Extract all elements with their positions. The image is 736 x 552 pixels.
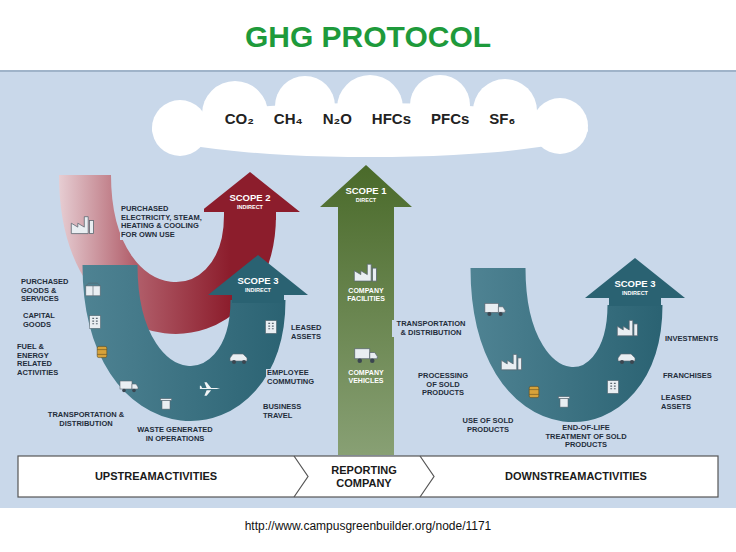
- title: GHG PROTOCOL: [0, 20, 736, 54]
- activity-label: FUEL & ENERGY RELATED ACTIVITIES: [16, 343, 76, 378]
- activity-label: LEASED ASSETS: [660, 394, 712, 411]
- activity-label: TRANSPORTATION & DISTRIBUTION: [392, 320, 470, 337]
- scope1-outline: [320, 165, 412, 455]
- gas-name: PFCs: [431, 110, 469, 127]
- arrow-label: SCOPE 2: [229, 193, 270, 204]
- activity-label: WASTE GENERATED IN OPERATIONS: [132, 426, 218, 443]
- gas-name: N₂O: [323, 110, 352, 127]
- activity-band: REPORTING COMPANY: [308, 456, 420, 497]
- activity-label: END-OF-LIFE TREATMENT OF SOLD PRODUCTS: [544, 424, 628, 450]
- gas-cloud: CO₂ CH₄ N₂O HFCs PFCs SF₆: [140, 78, 600, 160]
- arrow-label: INDIRECT: [622, 290, 648, 296]
- chevron: [294, 456, 308, 497]
- chevron: [420, 456, 434, 497]
- scope-arrow: SCOPE 3INDIRECT: [208, 255, 308, 303]
- activity-band: DOWNSTREAMACTIVITIES: [434, 456, 718, 497]
- scope-arrow: SCOPE 1DIRECT COMPANY FACILITIES COMPANY V…: [320, 165, 412, 455]
- caption: http://www.campusgreenbuilder.org/node/1…: [0, 519, 736, 533]
- scope-arrow: SCOPE 3INDIRECT: [585, 258, 685, 306]
- activity-label: PROCESSING OF SOLD PRODUCTS: [412, 372, 474, 398]
- activity-label: LEASED ASSETS: [290, 324, 334, 341]
- arrow-label: INDIRECT: [245, 287, 271, 293]
- arrow-label: COMPANY VEHICLES: [339, 369, 393, 385]
- activity-label: USE OF SOLD PRODUCTS: [458, 417, 518, 434]
- activity-label: EMPLOYEE COMMUTING: [266, 369, 328, 386]
- arrow-label: DIRECT: [356, 197, 376, 203]
- arrow-label: SCOPE 3: [614, 279, 655, 290]
- band-label: UPSTREAMACTIVITIES: [95, 470, 217, 483]
- gas-name: CH₄: [274, 110, 303, 127]
- activity-label: TRANSPORTATION & DISTRIBUTION: [44, 411, 128, 428]
- gas-name: HFCs: [372, 110, 411, 127]
- cloud-outline: [140, 78, 600, 160]
- arrow-label: SCOPE 3: [237, 276, 278, 287]
- activity-label: PURCHASED GOODS & SERVICES: [20, 278, 76, 304]
- activity-bar: [18, 456, 718, 497]
- activity-label: FRANCHISES: [662, 372, 724, 381]
- activity-label: INVESTMENTS: [664, 335, 728, 344]
- activity-band: UPSTREAMACTIVITIES: [18, 456, 294, 497]
- band-label: DOWNSTREAMACTIVITIES: [505, 470, 647, 483]
- arrow-label: SCOPE 1: [345, 186, 386, 197]
- band-label: REPORTING COMPANY: [319, 464, 409, 489]
- activity-label: BUSINESS TRAVEL: [262, 403, 308, 420]
- activity-label: PURCHASED ELECTRICITY, STEAM, HEATING & …: [120, 205, 204, 240]
- gas-name: SF₆: [489, 110, 515, 127]
- scope-arrow: SCOPE 2INDIRECT: [200, 172, 300, 220]
- activity-label: CAPITAL GOODS: [22, 312, 66, 329]
- panel: [0, 70, 736, 508]
- arrow-label: COMPANY FACILITIES: [339, 287, 393, 303]
- panel-edge: [0, 70, 736, 72]
- arrow-label: INDIRECT: [237, 204, 263, 210]
- gas-name: CO₂: [225, 110, 254, 127]
